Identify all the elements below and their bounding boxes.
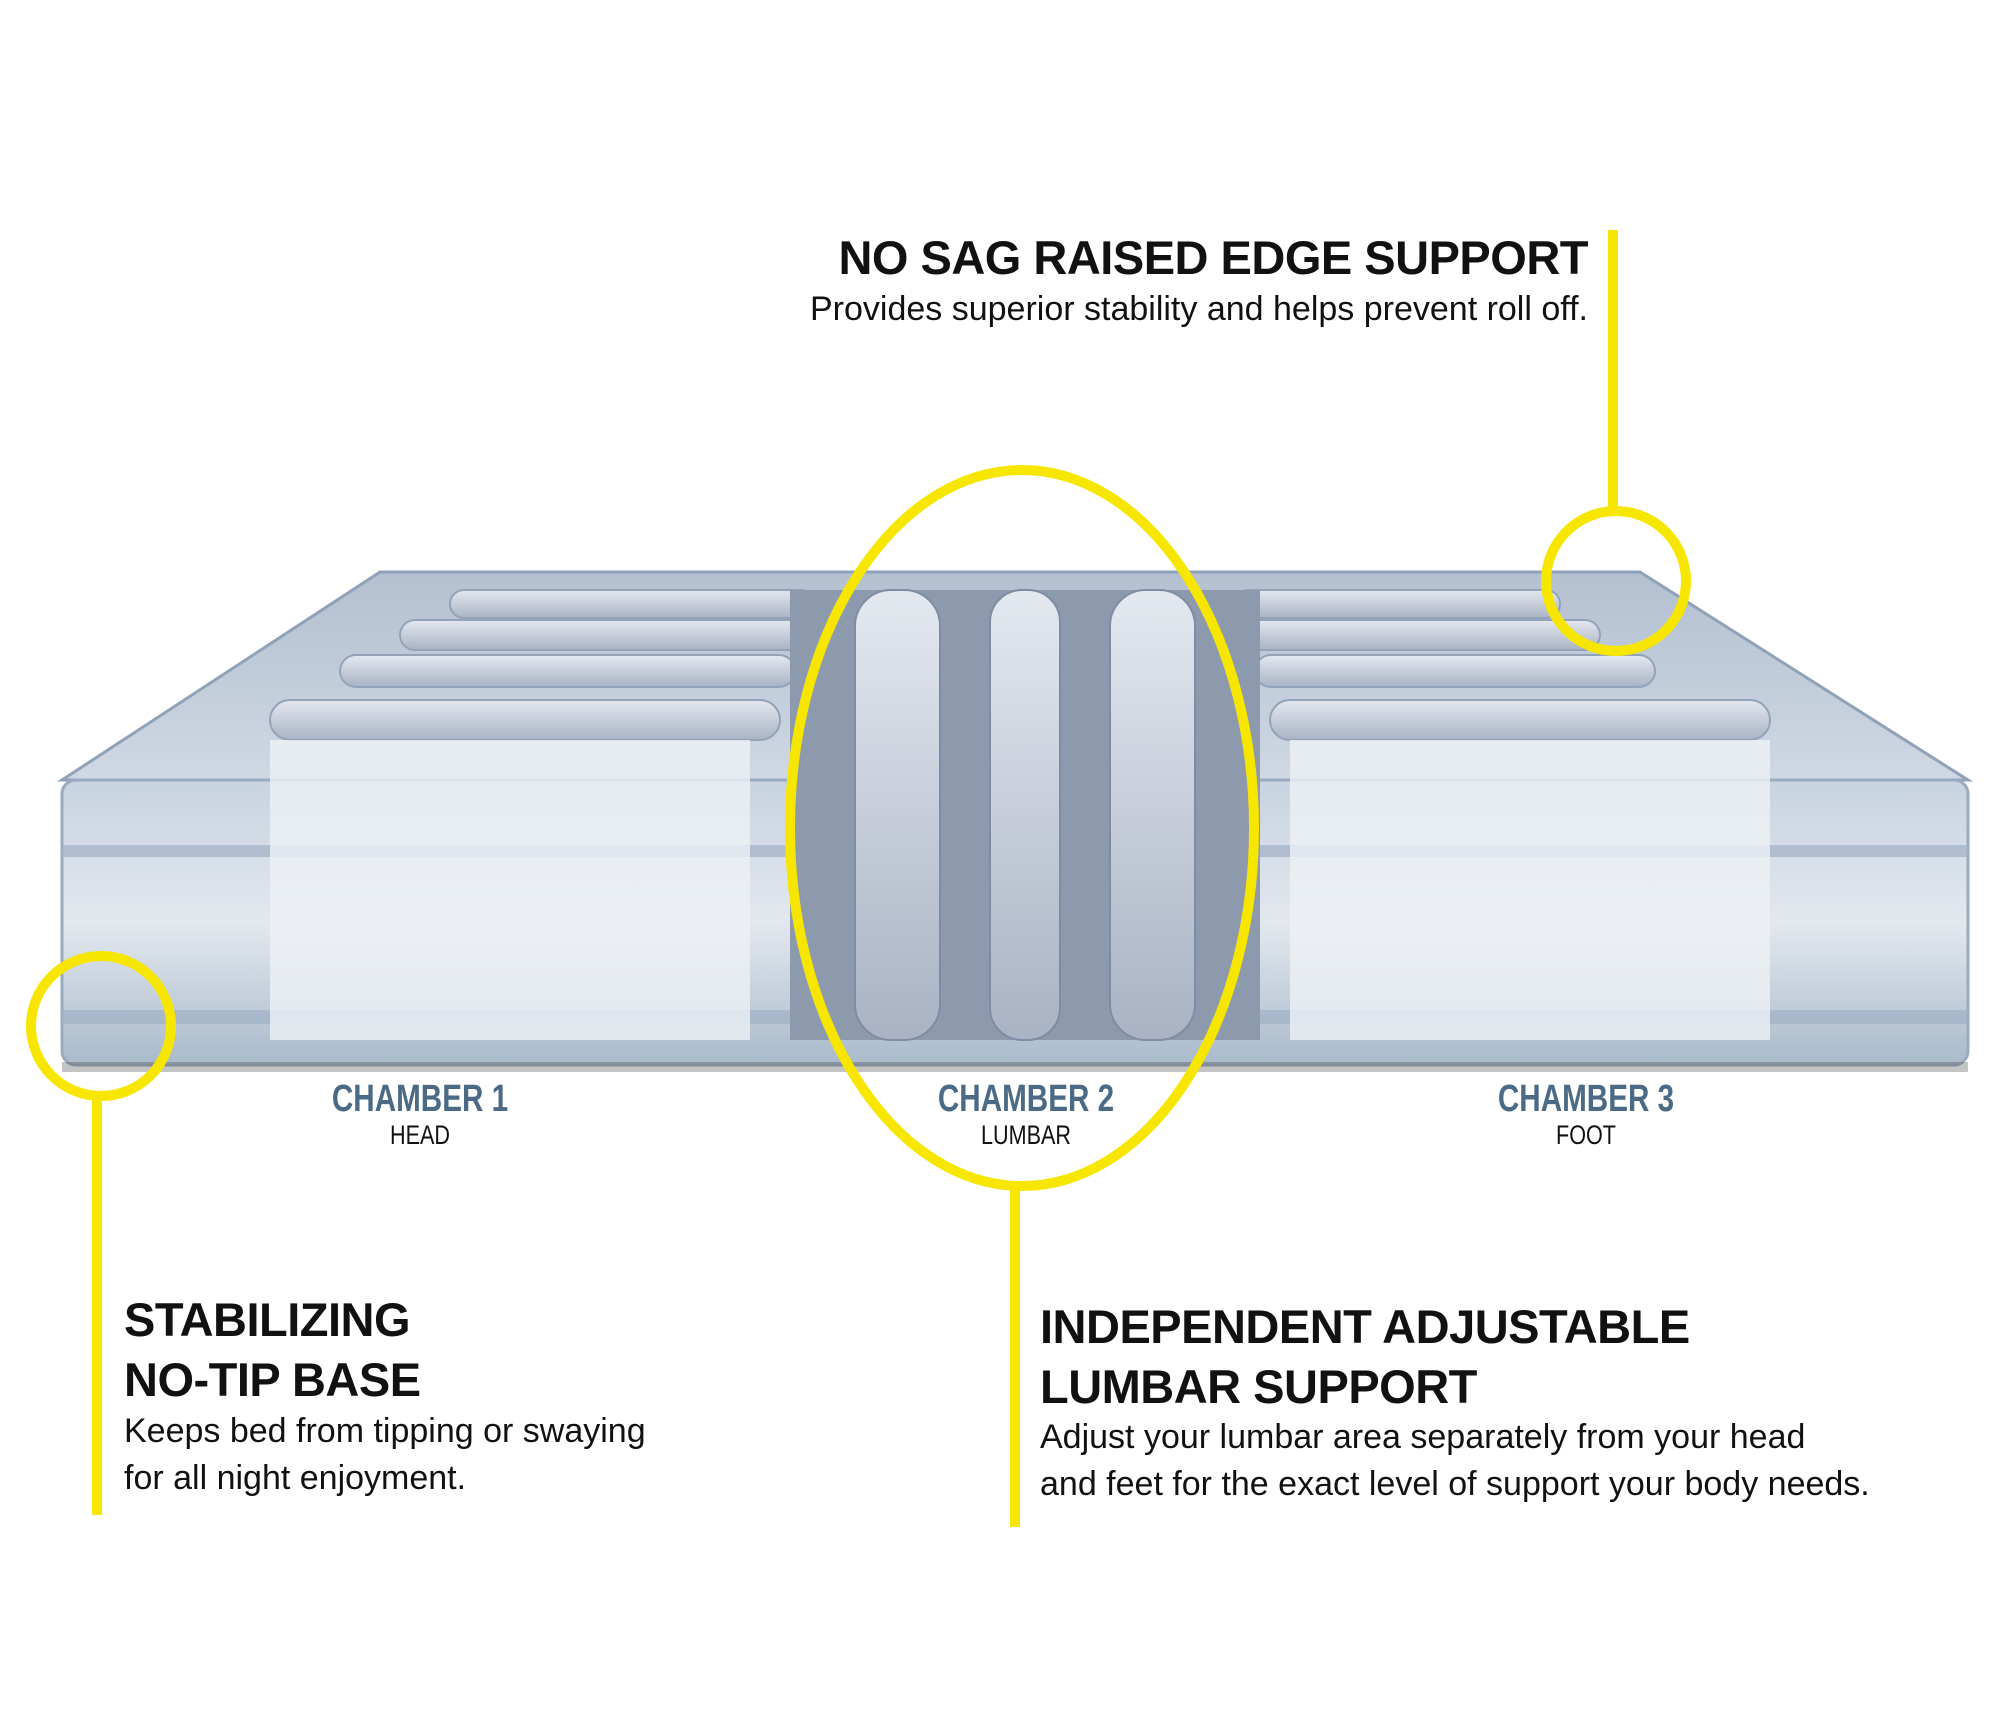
base-title-line-1: STABILIZING — [124, 1293, 411, 1346]
edge-support-title: NO SAG RAISED EDGE SUPPORT — [838, 231, 1588, 284]
base-title-line-2: NO-TIP BASE — [124, 1353, 421, 1406]
lumbar-description-line-1: Adjust your lumbar area separately from … — [1040, 1418, 1806, 1456]
chamber-3-zone: FOOT — [1556, 1120, 1616, 1150]
lumbar-highlight-ellipse — [785, 465, 1259, 1191]
highlight-markers — [26, 230, 1691, 1527]
chamber-2-coils — [854, 589, 1196, 1041]
lumbar-title-line-2: LUMBAR SUPPORT — [1040, 1360, 1477, 1413]
chamber-3-coils — [1234, 589, 1771, 741]
base-highlight-circle — [26, 951, 176, 1101]
edge-highlight-circle — [1541, 506, 1691, 656]
chamber-1-coils — [269, 589, 816, 741]
chamber-2-zone: LUMBAR — [980, 1120, 1072, 1150]
chamber-1-zone: HEAD — [389, 1120, 450, 1150]
base-description-line-1: Keeps bed from tipping or swaying — [124, 1412, 646, 1450]
base-description-line-2: for all night enjoyment. — [124, 1459, 467, 1497]
edge-support-description: Provides superior stability and helps pr… — [810, 290, 1588, 328]
chamber-1-label: CHAMBER 1 — [331, 1078, 509, 1120]
chamber-2-label: CHAMBER 2 — [937, 1078, 1115, 1120]
lumbar-title-line-1: INDEPENDENT ADJUSTABLE — [1040, 1300, 1690, 1353]
lumbar-description-line-2: and feet for the exact level of support … — [1040, 1465, 1870, 1503]
chamber-3-label: CHAMBER 3 — [1497, 1078, 1675, 1120]
